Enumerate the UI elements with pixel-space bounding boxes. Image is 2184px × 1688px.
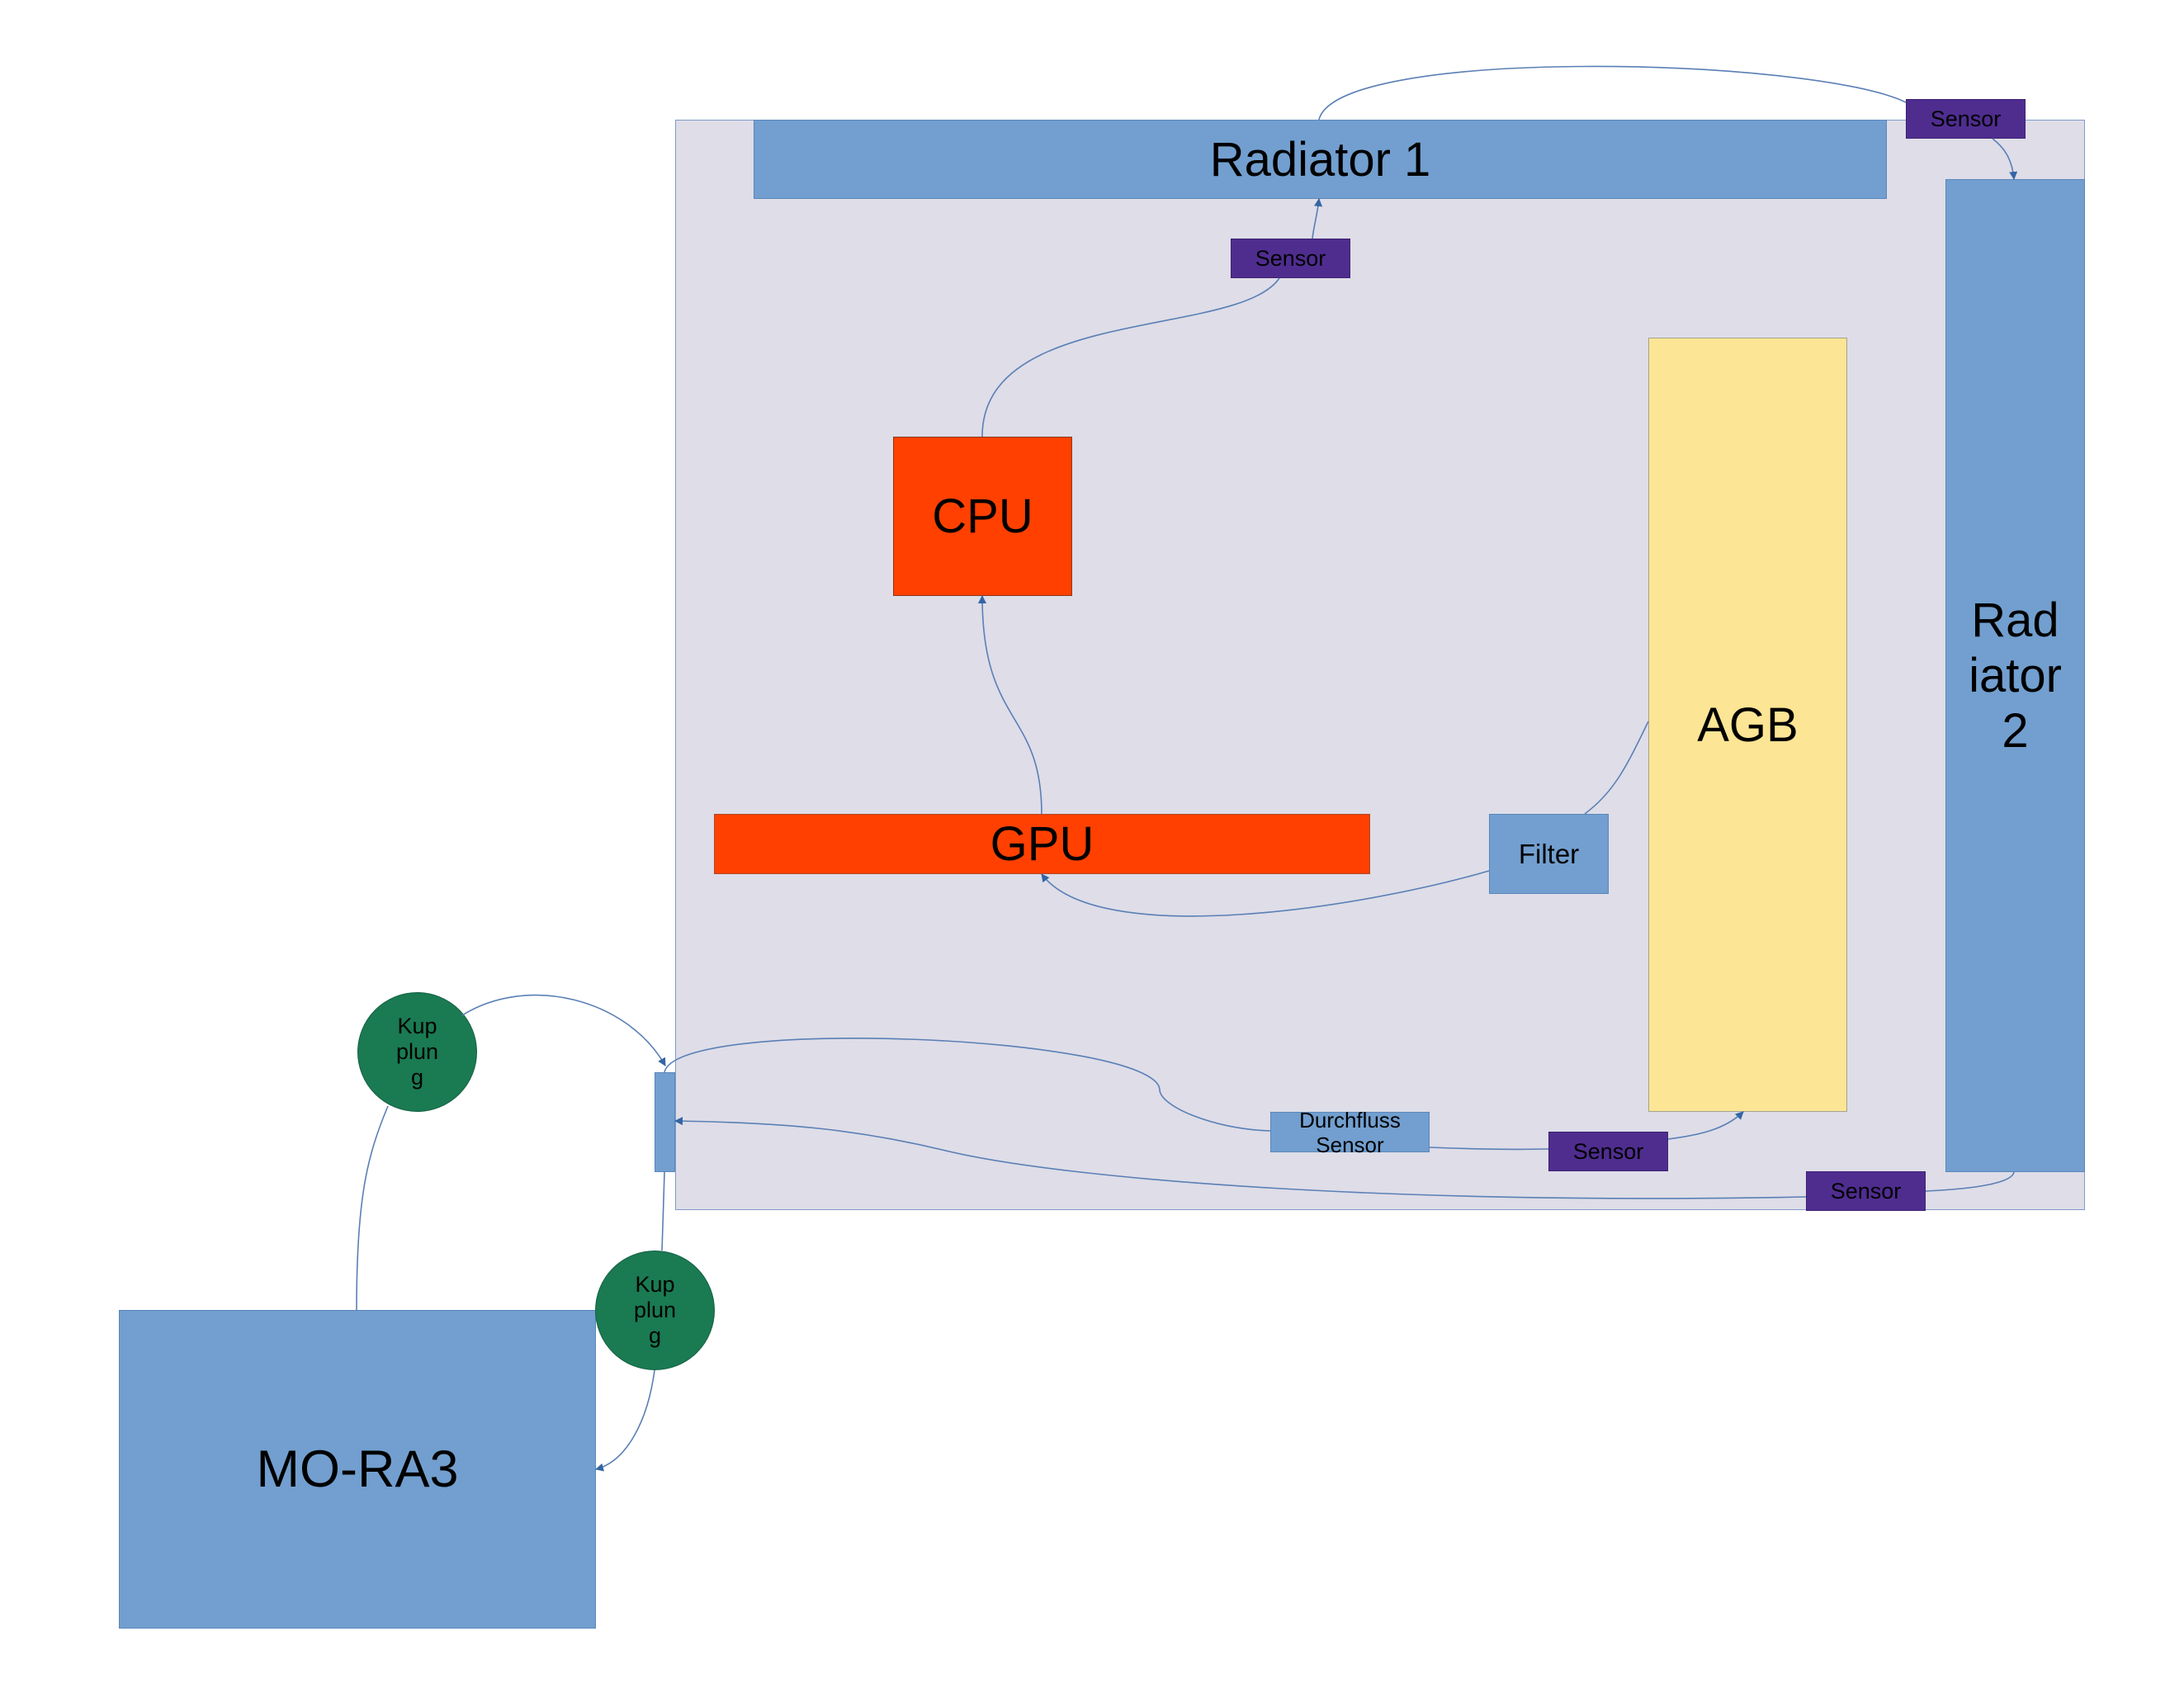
cpu-block: CPU: [893, 437, 1072, 596]
kupplung-upper-label: Kup plun g: [395, 1014, 439, 1090]
mo-ra3-radiator: MO-RA3: [119, 1310, 596, 1629]
sensor-after-cpu: Sensor: [1231, 239, 1350, 278]
kupplung-upper: Kup plun g: [357, 992, 477, 1112]
flow-kupplung-lower-to-mora3: [595, 1369, 655, 1472]
kupplung-lower-label: Kup plun g: [633, 1272, 677, 1348]
sensor-after-radiator-2: Sensor: [1806, 1171, 1926, 1211]
sensor-top-right: Sensor: [1906, 99, 2026, 139]
radiator-1: Radiator 1: [754, 120, 1887, 199]
flow-radiator-1-to-sensor-top: [1318, 65, 1907, 121]
flow-sensor: Durchfluss Sensor: [1270, 1108, 1430, 1157]
kupplung-lower: Kup plun g: [595, 1251, 715, 1370]
case-pass-through-connector: [655, 1072, 675, 1172]
pc-case-area: [675, 120, 2085, 1210]
sensor-before-agb: Sensor: [1548, 1132, 1668, 1171]
flow-connector-to-kupplung-lower: [661, 1171, 665, 1251]
agb-reservoir: AGB: [1648, 338, 1847, 1112]
flow-mora3-to-kupplung-upper: [356, 1105, 389, 1311]
filter: Filter: [1489, 814, 1609, 894]
radiator-2-label: Rad iator 2: [1969, 593, 2062, 758]
flow-sensor-label: Durchfluss Sensor: [1299, 1107, 1401, 1157]
radiator-2: Rad iator 2: [1945, 179, 2085, 1172]
gpu-block: GPU: [714, 814, 1370, 874]
flow-kupplung-upper-to-connector: [461, 994, 666, 1066]
